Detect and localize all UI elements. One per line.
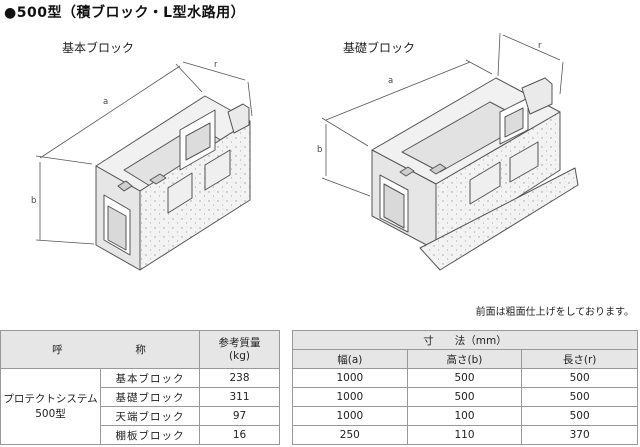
foundation-dim-b: b: [317, 145, 322, 155]
width-value: 1000: [292, 368, 408, 388]
height-value: 500: [406, 368, 523, 388]
length-col-header: 長さ(r): [521, 349, 638, 369]
width-value: 1000: [292, 387, 408, 407]
foundation-dim-a: a: [388, 76, 393, 86]
system-name-cell: プロテクトシステム 500型: [0, 368, 101, 445]
block-drawings: a b r: [31, 32, 579, 271]
table-row: 棚板ブロック 16: [1, 425, 280, 445]
width-value: 1000: [292, 406, 408, 426]
block-name: 基本ブロック: [100, 368, 200, 388]
finish-note: 前面は粗面仕上げをしております。: [475, 307, 634, 318]
foundation-dim-r: r: [538, 41, 542, 51]
width-value: 250: [292, 425, 408, 445]
block-weight: 97: [199, 406, 280, 426]
table-row: 1000 500 500: [292, 368, 638, 388]
table-row: プロテクトシステム 500型 基本ブロック 238: [0, 368, 280, 445]
dimensions-header: 寸 法（mm）: [292, 330, 638, 350]
block-weight: 238: [199, 368, 280, 388]
weight-header-line1: 参考質量: [218, 336, 261, 349]
call-header-2: 称: [135, 344, 148, 356]
foundation-block-label: 基礎ブロック: [343, 41, 416, 55]
block-weight: 311: [199, 387, 280, 407]
length-value: 500: [521, 368, 638, 388]
basic-dim-b: b: [31, 196, 36, 206]
table-row: 天端ブロック 97: [1, 406, 280, 426]
spec-table-left: 呼 称 参考質量 (kg) プロテクトシステム 500型 基本ブロック 238 …: [0, 330, 280, 445]
block-name: 基礎ブロック: [100, 387, 200, 407]
basic-block-label: 基本ブロック: [62, 41, 135, 55]
page-title: ●500型（積ブロック・L型水路用）: [4, 5, 246, 21]
system-name-line2: 500型: [35, 407, 66, 420]
table-row: 250 110 370: [292, 425, 638, 445]
height-value: 100: [406, 406, 523, 426]
basic-dim-r: r: [214, 60, 218, 70]
weight-header: 参考質量 (kg): [199, 330, 280, 369]
foundation-block-drawing: [321, 32, 579, 271]
width-col-header: 幅(a): [292, 349, 408, 369]
table-row: 1000 100 500: [292, 406, 638, 426]
call-name-header: 呼 称: [0, 330, 200, 369]
length-value: 500: [521, 387, 638, 407]
height-col-header: 高さ(b): [406, 349, 523, 369]
basic-block-drawing: [35, 61, 253, 271]
system-name-line1: プロテクトシステム: [3, 392, 98, 405]
spec-table-right: 寸 法（mm） 幅(a) 高さ(b) 長さ(r) 1000 500 500 10…: [292, 330, 638, 445]
block-weight: 16: [199, 425, 280, 445]
height-value: 500: [406, 387, 523, 407]
length-value: 500: [521, 406, 638, 426]
length-value: 370: [521, 425, 638, 445]
call-header-1: 呼: [52, 344, 65, 356]
height-value: 110: [406, 425, 523, 445]
block-name: 天端ブロック: [100, 406, 200, 426]
table-row: 1000 500 500: [292, 387, 638, 407]
basic-dim-a: a: [103, 97, 108, 107]
weight-header-line2: (kg): [229, 349, 250, 362]
block-name: 棚板ブロック: [100, 425, 200, 445]
